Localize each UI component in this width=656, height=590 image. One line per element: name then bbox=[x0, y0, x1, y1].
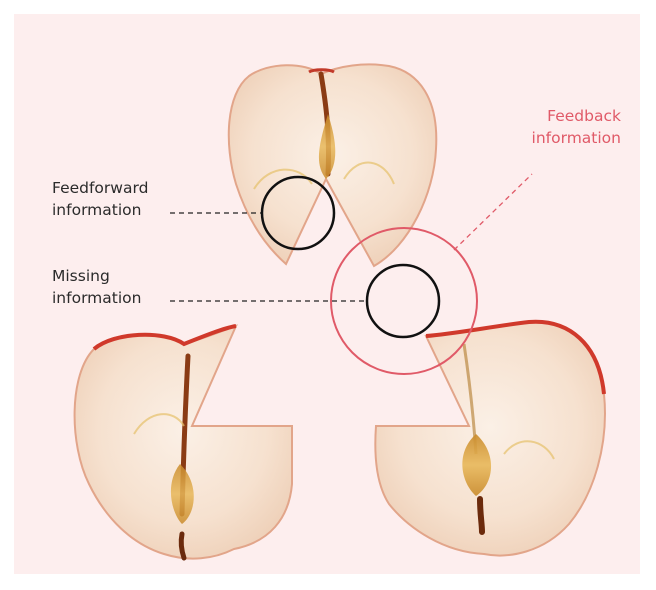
missing-label: Missing information bbox=[52, 265, 141, 309]
feedforward-label: Feedforward information bbox=[52, 177, 148, 221]
diagram-canvas: Feedforward information Missing informat… bbox=[14, 14, 640, 574]
feedback-label: Feedback information bbox=[509, 105, 621, 149]
